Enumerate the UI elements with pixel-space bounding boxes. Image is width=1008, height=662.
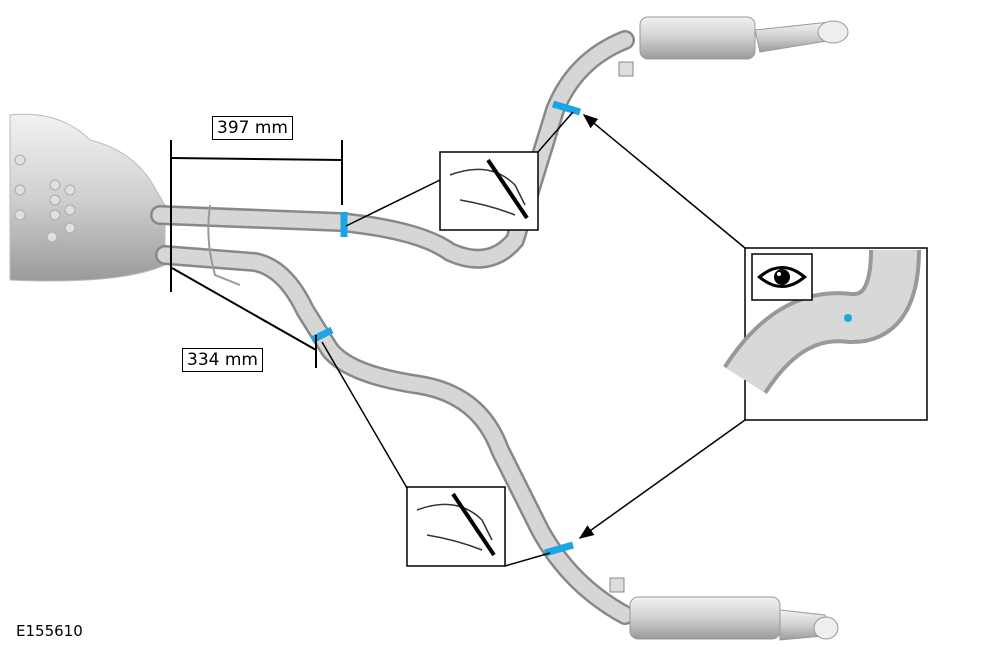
upper-marker-band: [552, 100, 581, 116]
upper-dimension-label: 397 mm: [212, 116, 293, 140]
lower-pipe: [155, 245, 839, 641]
mark-inset-upper: [439, 151, 539, 231]
dimension-lines: [170, 140, 343, 368]
leader-lines: [321, 111, 746, 567]
mark-inset-lower: [406, 486, 506, 567]
lower-dimension-label: 334 mm: [182, 348, 263, 372]
inspection-point: [844, 314, 852, 322]
pencil-icon: [486, 158, 529, 220]
upper-rear-muffler: [639, 16, 756, 60]
centre-silencer: [9, 113, 166, 282]
eye-icon: [757, 266, 807, 288]
lower-marker-band: [544, 541, 574, 557]
pencil-icon: [451, 492, 496, 557]
pipe-clip: [207, 204, 241, 286]
lower-hanger: [609, 577, 625, 593]
lower-rear-muffler: [629, 596, 781, 640]
upper-hanger: [618, 61, 634, 77]
upper-pipe: [150, 16, 849, 269]
silencer-dimples: [14, 154, 76, 243]
figure-id: E155610: [16, 622, 83, 640]
inspection-inset: [723, 247, 928, 421]
